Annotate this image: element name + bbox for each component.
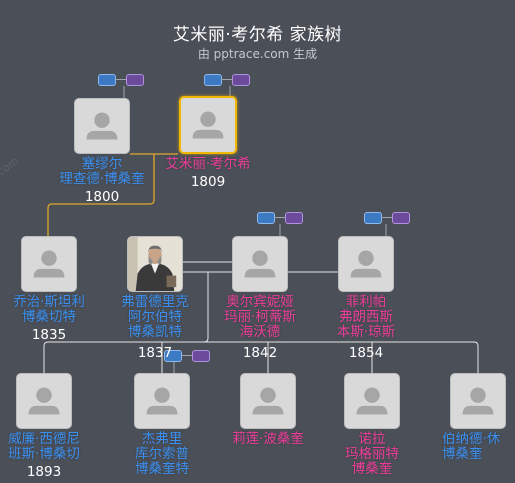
person-photo-p3[interactable]	[21, 236, 77, 292]
person-name-p2[interactable]: 艾米丽·考尔希	[165, 156, 251, 172]
person-photo-p1[interactable]	[74, 98, 130, 154]
page-title: 艾米丽·考尔希 家族树	[172, 25, 343, 45]
person-photo-p5[interactable]	[232, 236, 288, 292]
person-year-p2: 1809	[190, 174, 226, 190]
avatar-icon	[462, 387, 494, 415]
person-photo-p8[interactable]	[134, 373, 190, 429]
person-name-p6[interactable]: 菲利帕弗朗西斯本斯·琼斯	[336, 294, 396, 340]
person-name-p3[interactable]: 乔治·斯坦利博桑切特	[13, 294, 85, 325]
person-name-p10[interactable]: 诺拉玛格丽特博桑奎	[345, 431, 399, 477]
person-photo-p2[interactable]	[179, 96, 237, 154]
person-photo-p11[interactable]	[450, 373, 506, 429]
avatar-icon	[356, 387, 388, 415]
person-name-p5[interactable]: 奥尔宾妮娅玛丽·柯蒂斯海沃德	[224, 294, 296, 340]
avatar-icon	[28, 387, 60, 415]
avatar-icon	[146, 387, 178, 415]
father-toggle[interactable]	[164, 350, 182, 362]
avatar-icon	[192, 111, 224, 139]
expand-parents-control[interactable]	[257, 212, 303, 224]
person-photo-p7[interactable]	[16, 373, 72, 429]
person-year-p7: 1893	[26, 464, 62, 480]
person-year-p1: 1800	[84, 189, 120, 205]
avatar-icon	[33, 250, 65, 278]
father-toggle[interactable]	[364, 212, 382, 224]
expand-parents-control[interactable]	[364, 212, 410, 224]
person-name-p8[interactable]: 杰弗里库尔索普博桑奎特	[135, 431, 189, 477]
person-year-p3: 1835	[31, 327, 67, 343]
person-year-p6: 1854	[348, 345, 384, 361]
person-name-p1[interactable]: 塞缪尔理查德·博桑奎	[59, 156, 145, 187]
father-toggle[interactable]	[204, 74, 222, 86]
mother-toggle[interactable]	[192, 350, 210, 362]
avatar-icon	[244, 250, 276, 278]
expand-parents-control[interactable]	[164, 350, 210, 362]
person-photo-p6[interactable]	[338, 236, 394, 292]
mother-toggle[interactable]	[285, 212, 303, 224]
avatar-icon	[350, 250, 382, 278]
parent-couple-link	[47, 153, 178, 236]
person-name-p7[interactable]: 威廉·西德尼班斯·博桑切	[8, 432, 80, 462]
avatar-icon	[86, 112, 118, 140]
avatar-icon	[252, 387, 284, 415]
person-year-p5: 1842	[242, 345, 278, 361]
person-photo-p9[interactable]	[240, 373, 296, 429]
person-name-p4[interactable]: 弗雷德里克阿尔伯特博桑凯特	[121, 294, 189, 340]
person-name-p11[interactable]: 伯纳德·休博桑奎	[442, 432, 501, 462]
expand-parents-control[interactable]	[98, 74, 144, 86]
portrait-photo-icon	[128, 237, 182, 291]
person-photo-p10[interactable]	[344, 373, 400, 429]
person-year-p4: 1837	[137, 345, 173, 361]
page-subtitle: 由 pptrace.com 生成	[197, 47, 318, 61]
mother-toggle[interactable]	[126, 74, 144, 86]
control-stems	[123, 86, 387, 373]
father-toggle[interactable]	[98, 74, 116, 86]
expand-parents-control[interactable]	[204, 74, 250, 86]
person-name-p9[interactable]: 莉莲·波桑奎	[232, 431, 304, 447]
mother-toggle[interactable]	[392, 212, 410, 224]
mother-toggle[interactable]	[232, 74, 250, 86]
person-photo-p4[interactable]	[127, 236, 183, 292]
father-toggle[interactable]	[257, 212, 275, 224]
